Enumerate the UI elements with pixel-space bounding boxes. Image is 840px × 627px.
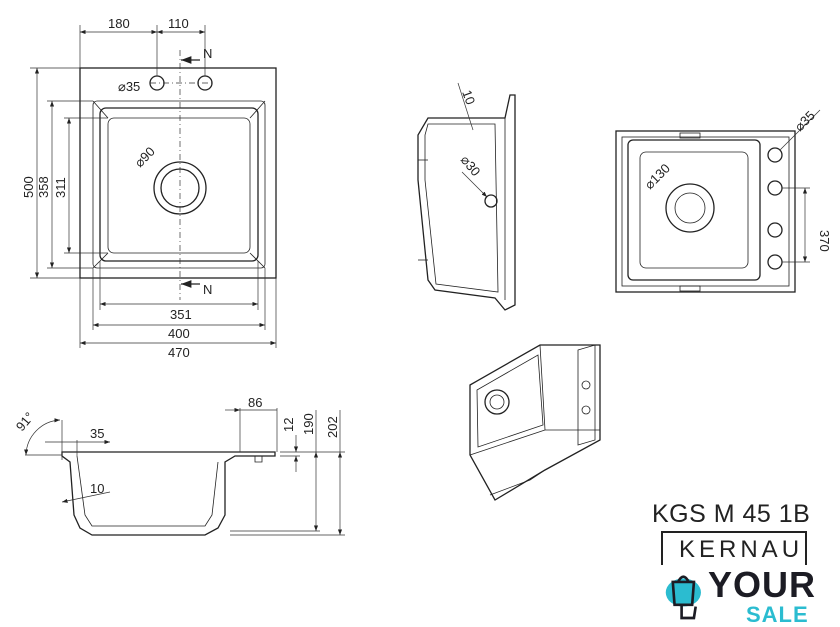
dim-470: 470 (168, 345, 190, 360)
dim-311: 311 (53, 177, 68, 198)
side-hole-label: ⌀30 (458, 152, 484, 179)
dim-500: 500 (21, 176, 36, 198)
dim-35: 35 (90, 426, 104, 441)
dim-370: 370 (817, 230, 832, 252)
tap-hole-label: ⌀35 (118, 79, 140, 94)
watermark-sale: SALE (746, 602, 809, 627)
dim-202: 202 (325, 416, 340, 438)
underside-view: ⌀35 ⌀130 370 (615, 108, 832, 293)
side-view: 10 ⌀30 (417, 82, 516, 311)
brand-box: KERNAU (661, 531, 807, 565)
dim-190: 190 (301, 413, 316, 435)
underside-hole-label: ⌀35 (792, 108, 818, 134)
drain-label: ⌀90 (132, 144, 158, 170)
watermark-logo: YOUR SALE (664, 567, 840, 626)
section-view: 91° 35 86 12 190 202 10 (13, 395, 345, 536)
drain-circle (153, 161, 207, 215)
dim-358: 358 (36, 176, 51, 198)
watermark-your: YOUR (708, 564, 817, 605)
shopping-bag-hand-icon (665, 575, 701, 620)
dim-86: 86 (248, 395, 262, 410)
dim-400: 400 (168, 326, 190, 341)
dim-351: 351 (170, 307, 192, 322)
north-marker-top: N (203, 46, 212, 61)
brand-name: KERNAU (679, 536, 804, 563)
underside-drain (665, 183, 715, 233)
model-name: KGS M 45 1B (652, 500, 811, 528)
underside-drain-label: ⌀130 (642, 161, 673, 192)
dim-12: 12 (281, 418, 296, 432)
dim-110: 110 (168, 16, 189, 31)
underside-outline (615, 130, 796, 293)
side-wall-label: 10 (459, 88, 478, 107)
isometric-view (469, 344, 601, 501)
sink-outline (79, 67, 277, 279)
plan-view: N N 180 110 ⌀35 ⌀90 500 358 311 351 400 … (21, 16, 277, 360)
section-wall-label: 10 (90, 481, 104, 496)
dim-180: 180 (108, 16, 130, 31)
angle-label: 91° (13, 409, 37, 434)
north-marker-bottom: N (203, 282, 212, 297)
bowl-outline (99, 107, 259, 262)
